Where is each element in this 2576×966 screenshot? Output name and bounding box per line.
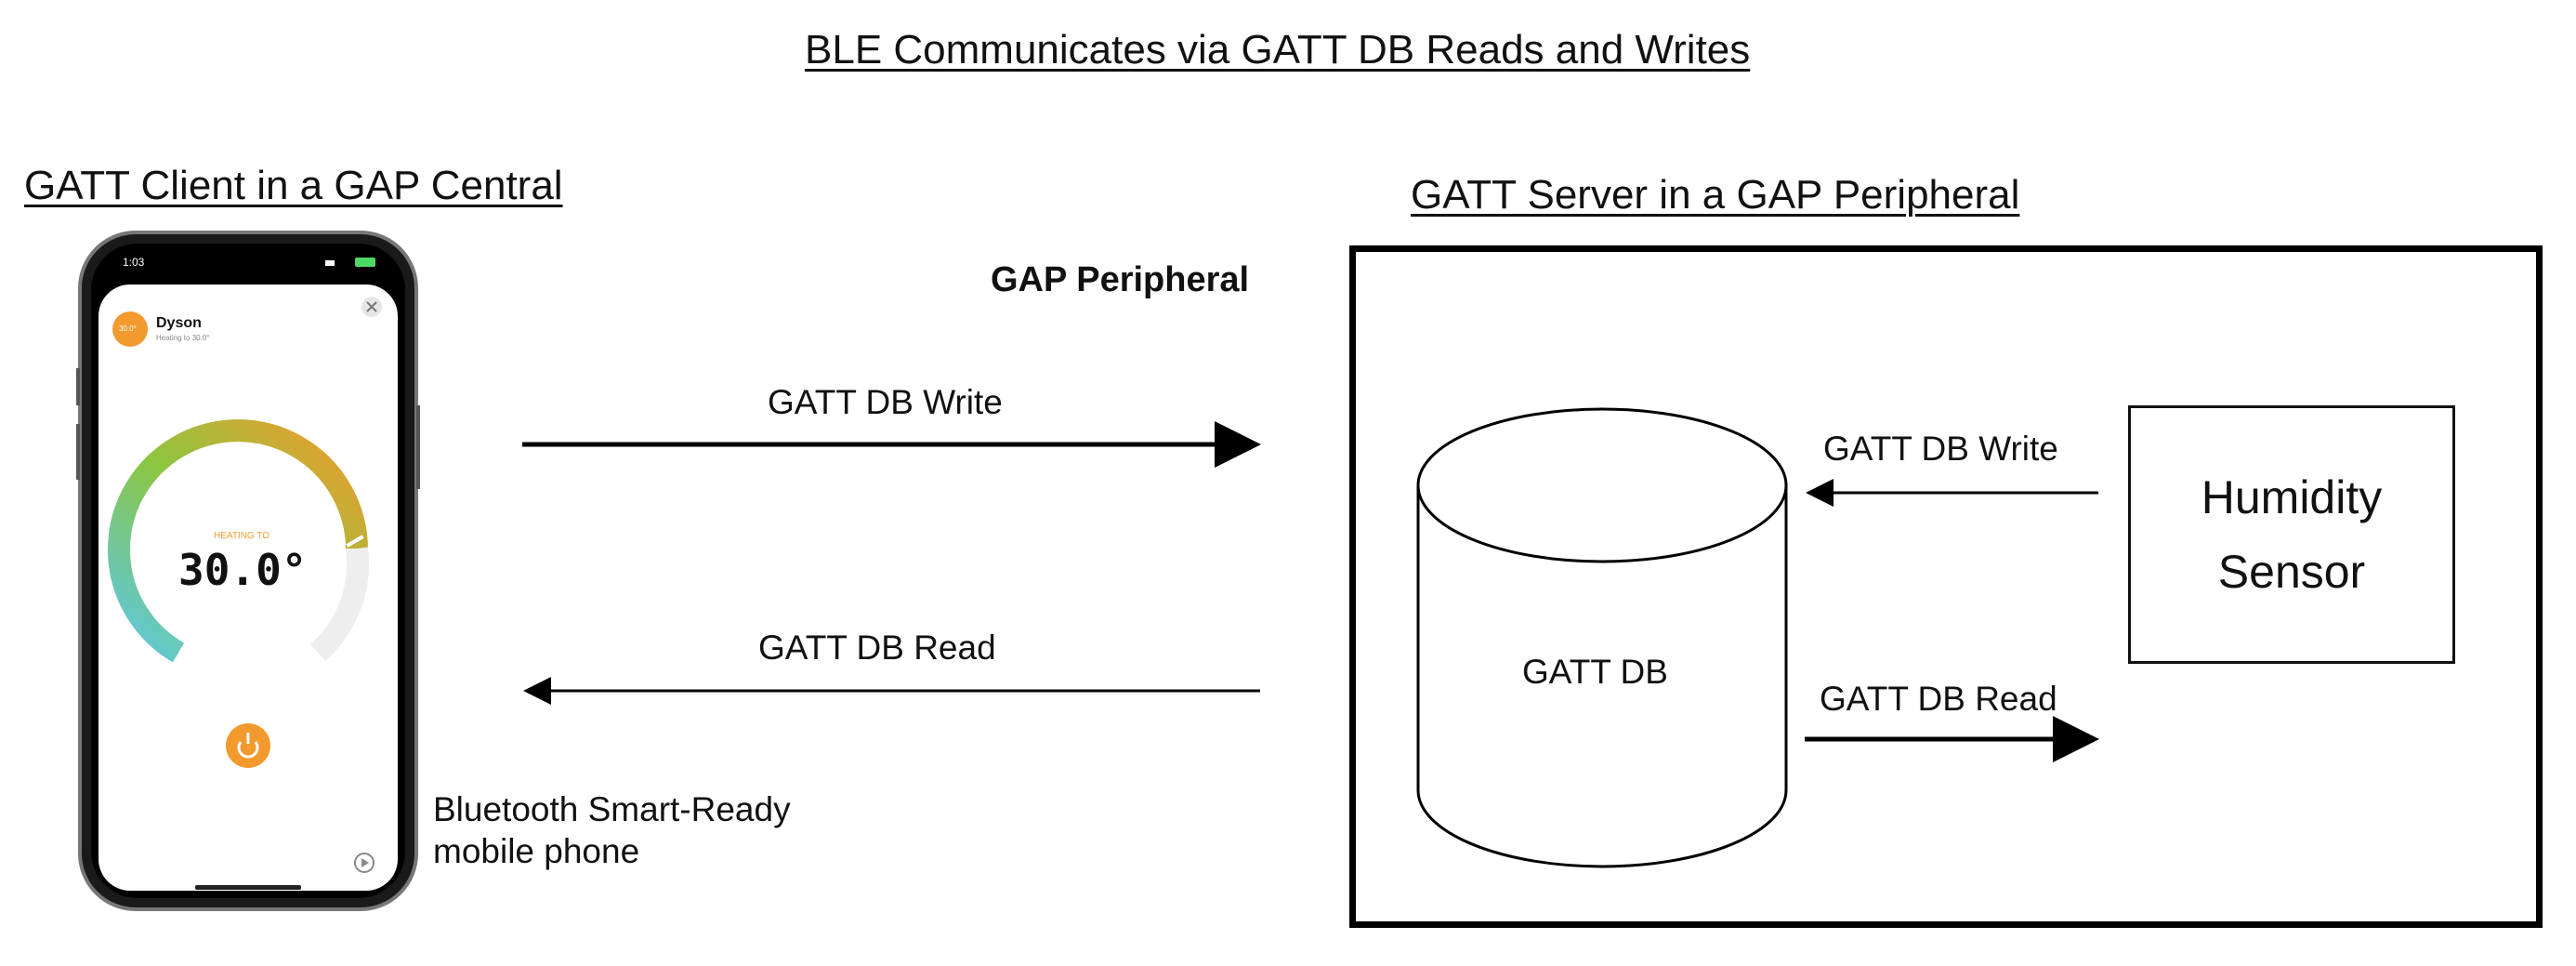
heating-label: HEATING TO <box>214 531 270 541</box>
battery-icon <box>355 258 375 267</box>
server-heading: GATT Server in a GAP Peripheral <box>1411 172 2020 218</box>
humidity-sensor-box: Humidity Sensor <box>2128 405 2455 664</box>
gatt-db-cylinder <box>1416 407 1788 868</box>
app-name: Dyson <box>156 315 202 331</box>
sensor-label-line1: Humidity <box>2201 471 2383 523</box>
home-indicator <box>195 885 301 890</box>
inner-write-label: GATT DB Write <box>1823 430 2058 468</box>
avatar-text: 30.0° <box>119 324 137 333</box>
write-label: GATT DB Write <box>768 383 1003 421</box>
mobile-phone: 1:03 Dyson Heating to 30.0° 30.0° HEATIN… <box>76 229 420 913</box>
gauge-track <box>309 547 370 661</box>
temperature-value: 30.0° <box>178 545 308 595</box>
phone-caption: Bluetooth Smart-Ready mobile phone <box>433 788 823 872</box>
gauge-arc <box>108 419 368 663</box>
client-heading: GATT Client in a GAP Central <box>24 163 563 208</box>
phone-caption-line2: mobile phone <box>433 832 640 871</box>
diagram-title: BLE Communicates via GATT DB Reads and W… <box>805 27 1751 73</box>
gap-peripheral-label: GAP Peripheral <box>991 260 1250 299</box>
avatar <box>112 311 148 347</box>
gatt-db-label: GATT DB <box>1522 653 1668 691</box>
phone-graphic <box>76 231 420 911</box>
signal-icon <box>325 260 335 266</box>
app-subtitle: Heating to 30.0° <box>156 334 210 342</box>
phone-caption-line1: Bluetooth Smart-Ready <box>433 790 791 828</box>
inner-read-label: GATT DB Read <box>1820 680 2057 718</box>
status-time: 1:03 <box>123 256 145 269</box>
power-button[interactable] <box>226 723 270 768</box>
read-label: GATT DB Read <box>758 629 996 667</box>
gatt-server-box <box>1349 245 2543 928</box>
play-icon[interactable] <box>354 853 375 873</box>
sensor-label-line2: Sensor <box>2217 546 2366 598</box>
